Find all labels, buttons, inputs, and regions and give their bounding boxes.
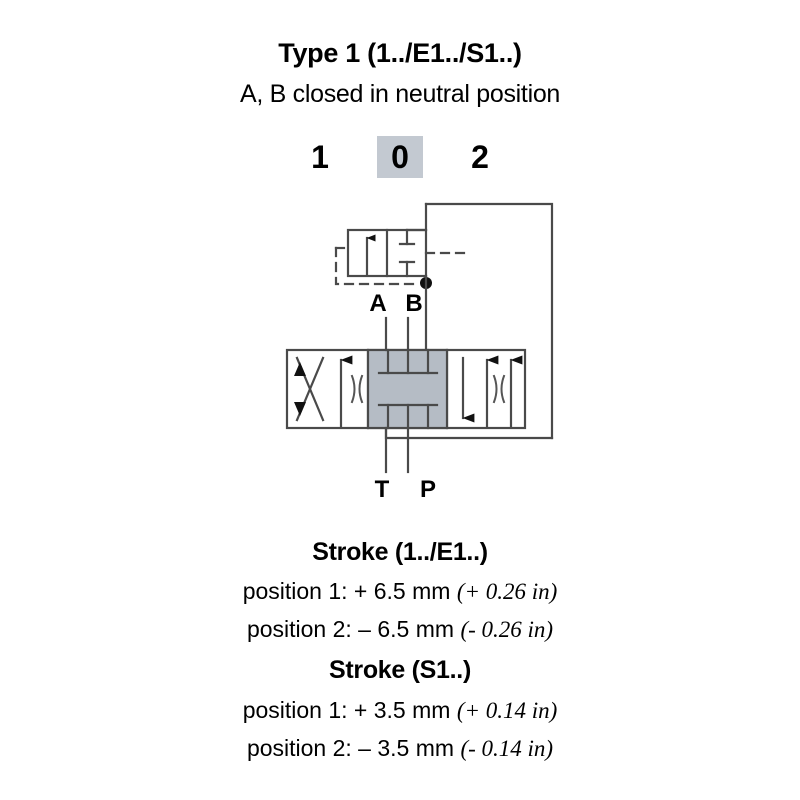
port-label-t: T	[375, 476, 390, 503]
position-label-2: 2	[471, 139, 489, 175]
stroke-row-1-1: position 1: + 6.5 mm (+ 0.26 in)	[0, 578, 800, 605]
port-label-a: A	[369, 290, 386, 317]
stroke-row-2-1: position 1: + 3.5 mm (+ 0.14 in)	[0, 697, 800, 724]
position-label-1: 1	[311, 139, 329, 175]
stroke-metric: position 1: + 3.5 mm	[242, 697, 451, 723]
stroke-metric: position 2: – 6.5 mm	[246, 616, 455, 642]
pilot-valve-assembly	[346, 202, 428, 278]
cross-arrowhead-down	[294, 402, 306, 416]
stroke-imperial: (- 0.26 in)	[460, 617, 554, 642]
pilot-dashed-left-return	[334, 246, 422, 286]
pilot-control-lines	[334, 246, 472, 286]
spool-position-1-symbols	[294, 355, 364, 428]
port-label-p: P	[420, 476, 436, 503]
spool-position-2-symbols	[461, 355, 523, 428]
position-indicator-row: 1 0 2	[0, 136, 800, 178]
page-title: Type 1 (1../E1../S1..)	[278, 38, 522, 68]
left-restrictor-icon	[350, 374, 364, 404]
stroke-heading-1: Stroke (1../E1..)	[312, 538, 488, 566]
position-label-0-active: 0	[377, 136, 423, 178]
port-connection-lines	[384, 316, 410, 474]
main-spool-valve-body	[285, 348, 527, 430]
stroke-imperial: (+ 0.14 in)	[456, 698, 558, 723]
stroke-heading-2: Stroke (S1..)	[329, 656, 471, 684]
right-restrictor-icon	[492, 374, 506, 404]
port-label-b: B	[405, 290, 422, 317]
stroke-imperial: (- 0.14 in)	[460, 736, 554, 761]
stroke-metric: position 1: + 6.5 mm	[242, 578, 451, 604]
pilot-junction-dot	[420, 274, 432, 352]
hydraulic-schematic: A B T P	[0, 190, 800, 510]
cross-arrowhead-up	[294, 362, 306, 376]
stroke-row-2-2: position 2: – 3.5 mm (- 0.14 in)	[0, 735, 800, 762]
stroke-row-1-2: position 2: – 6.5 mm (- 0.26 in)	[0, 616, 800, 643]
stroke-metric: position 2: – 3.5 mm	[246, 735, 455, 761]
page-subtitle: A, B closed in neutral position	[239, 80, 561, 108]
spool-neutral-blocked-ports	[377, 348, 439, 430]
stroke-imperial: (+ 0.26 in)	[456, 579, 558, 604]
